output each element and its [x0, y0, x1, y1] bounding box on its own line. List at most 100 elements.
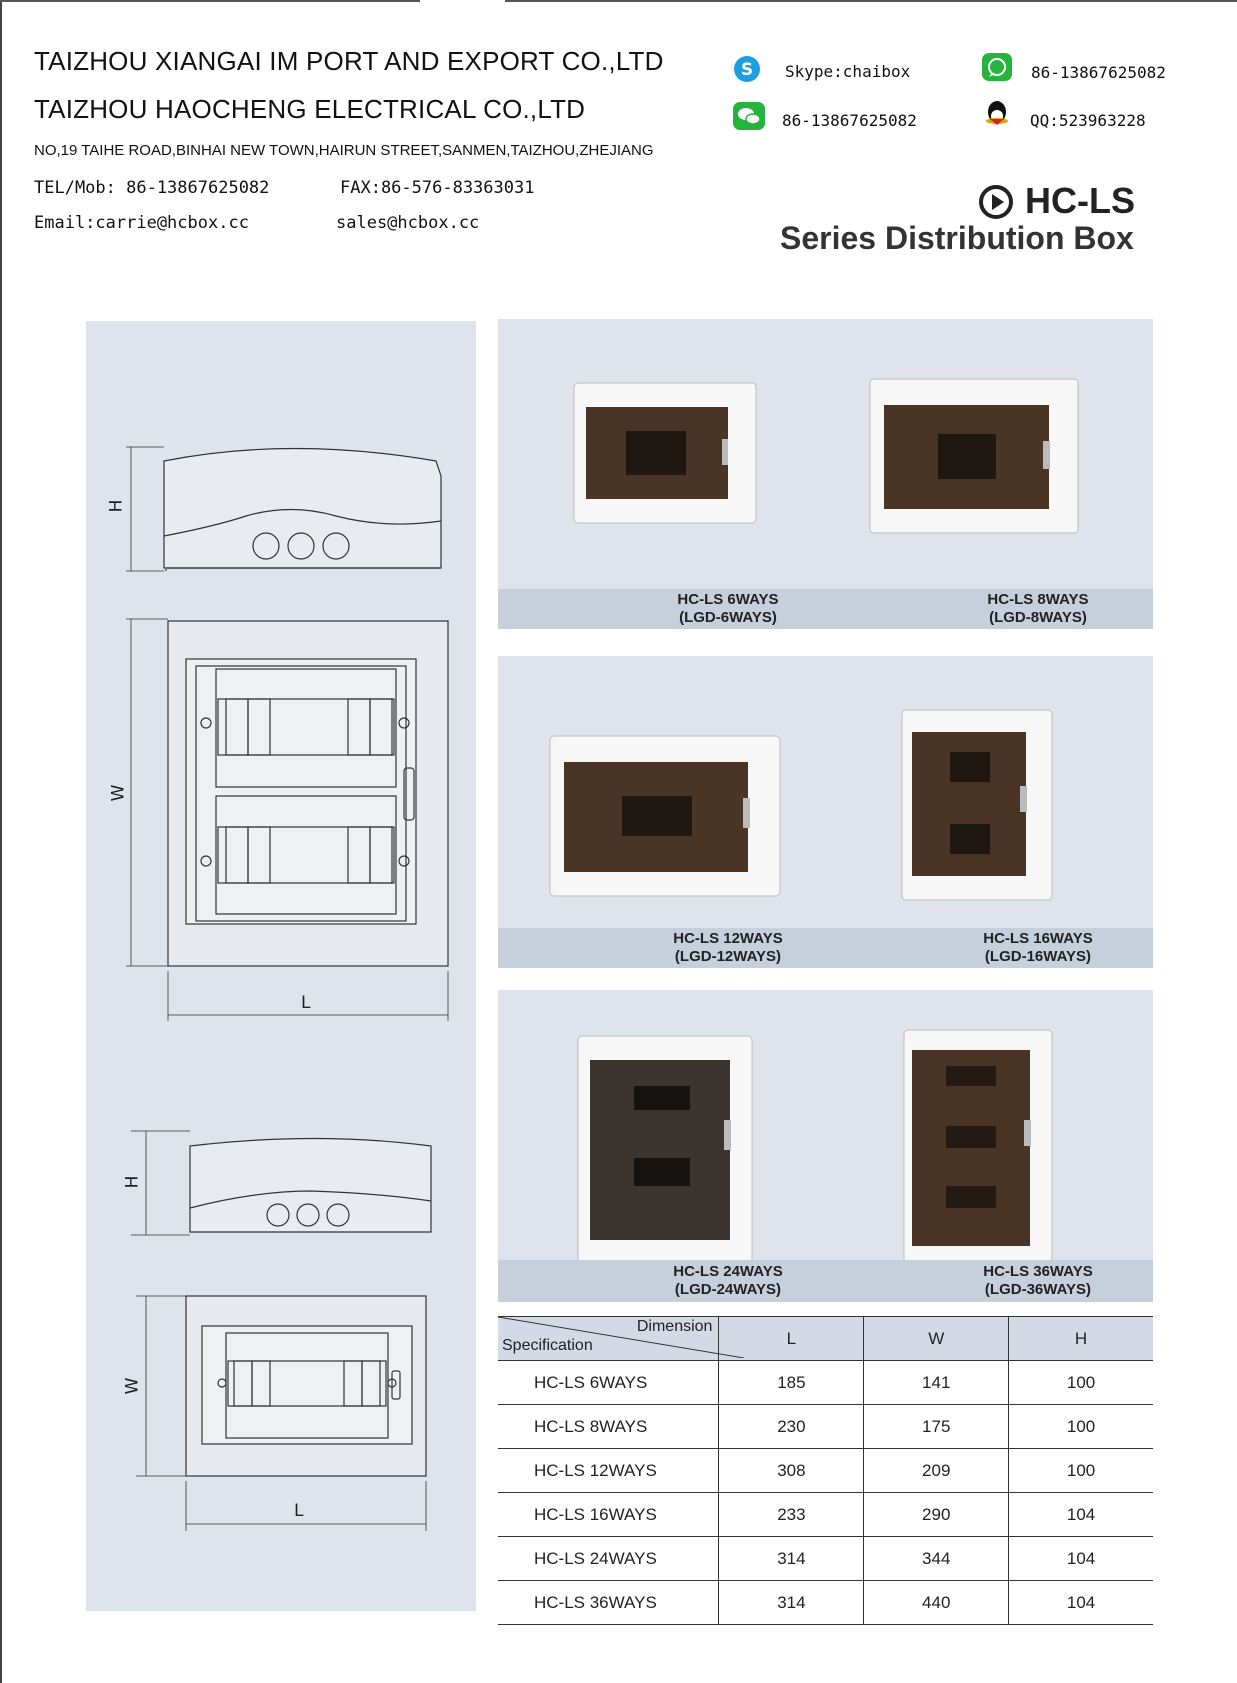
table-row: HC-LS 8WAYS 230 175 100 — [498, 1404, 1153, 1449]
front-view-small — [136, 1295, 427, 1531]
wechat-icon — [733, 102, 765, 130]
row-name: HC-LS 36WAYS — [498, 1580, 720, 1625]
box-16ways — [901, 709, 1053, 901]
table-row: HC-LS 12WAYS 308 209 100 — [498, 1448, 1153, 1493]
table-row: HC-LS 24WAYS 314 344 104 — [498, 1536, 1153, 1581]
box-8ways — [869, 378, 1079, 534]
row-w: 290 — [863, 1492, 1010, 1537]
page-left-border — [0, 0, 2, 1683]
product-panel-2: HC-LS 12WAYS (LGD-12WAYS) HC-LS 16WAYS (… — [498, 656, 1153, 968]
caption-bar-3 — [498, 1260, 1153, 1302]
corner-dimension-label: Dimension — [636, 1318, 713, 1335]
caption-24ways-name: HC-LS 24WAYS — [673, 1263, 783, 1280]
row-h: 100 — [1008, 1404, 1153, 1449]
table-row: HC-LS 16WAYS 233 290 104 — [498, 1492, 1153, 1537]
row-l: 185 — [718, 1360, 865, 1405]
row-w: 209 — [863, 1448, 1010, 1493]
row-w: 344 — [863, 1536, 1010, 1581]
dim-label-w-1: W — [108, 784, 129, 802]
dim-label-l-2: L — [294, 1501, 304, 1521]
col-header-h: H — [1008, 1316, 1153, 1361]
row-name: HC-LS 12WAYS — [498, 1448, 720, 1493]
row-l: 308 — [718, 1448, 865, 1493]
caption-6ways: HC-LS 6WAYS (LGD-6WAYS) — [608, 591, 848, 627]
row-h: 104 — [1008, 1580, 1153, 1625]
side-view-large — [126, 446, 442, 572]
dim-label-h-2: H — [122, 1175, 143, 1189]
row-l: 233 — [718, 1492, 865, 1537]
caption-12ways-name: HC-LS 12WAYS — [673, 930, 783, 947]
caption-8ways-name: HC-LS 8WAYS — [987, 591, 1089, 608]
spec-table-header: Dimension Specification L W H — [498, 1316, 1153, 1361]
caption-8ways: HC-LS 8WAYS (LGD-8WAYS) — [918, 591, 1158, 627]
table-row: HC-LS 36WAYS 314 440 104 — [498, 1580, 1153, 1625]
box-12ways — [549, 735, 781, 897]
top-rule-left — [0, 0, 420, 2]
caption-bar-2 — [498, 928, 1153, 968]
spec-corner-cell: Dimension Specification — [498, 1316, 744, 1361]
front-view-large — [126, 618, 449, 1021]
dim-label-w-2: W — [122, 1377, 143, 1395]
product-images-row-1 — [573, 378, 1079, 534]
box-36ways — [903, 1029, 1053, 1260]
caption-8ways-code: (LGD-8WAYS) — [989, 609, 1087, 626]
company-address: NO,19 TAIHE ROAD,BINHAI NEW TOWN,HAIRUN … — [34, 142, 654, 159]
corner-diagonal — [498, 1317, 744, 1358]
caption-36ways-code: (LGD-36WAYS) — [984, 1281, 1092, 1298]
row-w: 175 — [863, 1404, 1010, 1449]
row-w: 141 — [863, 1360, 1010, 1405]
dim-label-h-1: H — [106, 499, 127, 513]
col-header-l: L — [718, 1316, 865, 1361]
company-name-2: TAIZHOU HAOCHENG ELECTRICAL CO.,LTD — [34, 94, 586, 124]
spec-table: Dimension Specification L W H HC-LS 6WAY… — [498, 1316, 1153, 1625]
tel-mob: TEL/Mob: 86-13867625082 — [34, 178, 270, 198]
spec-table-wrap: Dimension Specification L W H HC-LS 6WAY… — [498, 1316, 1153, 1625]
caption-16ways: HC-LS 16WAYS (LGD-16WAYS) — [918, 930, 1158, 966]
caption-12ways: HC-LS 12WAYS (LGD-12WAYS) — [608, 930, 848, 966]
play-icon — [979, 185, 1013, 219]
box-24ways — [577, 1035, 753, 1260]
email-sales[interactable]: sales@hcbox.cc — [336, 213, 480, 233]
row-name: HC-LS 6WAYS — [498, 1360, 720, 1405]
email[interactable]: Email:carrie@hcbox.cc — [34, 213, 249, 233]
caption-24ways-code: (LGD-24WAYS) — [674, 1281, 782, 1298]
caption-16ways-name: HC-LS 16WAYS — [983, 930, 1093, 947]
row-name: HC-LS 8WAYS — [498, 1404, 720, 1449]
row-w: 440 — [863, 1580, 1010, 1625]
row-h: 100 — [1008, 1448, 1153, 1493]
series-title: Series Distribution Box — [780, 220, 1134, 256]
drawing-panel: H W L H W L — [86, 321, 476, 1611]
row-h: 104 — [1008, 1492, 1153, 1537]
caption-36ways: HC-LS 36WAYS (LGD-36WAYS) — [918, 1263, 1158, 1299]
whatsapp-icon — [982, 53, 1012, 81]
dim-label-l-1: L — [301, 993, 311, 1013]
caption-6ways-code: (LGD-6WAYS) — [679, 609, 777, 626]
dimension-drawings — [126, 446, 449, 1531]
caption-24ways: HC-LS 24WAYS (LGD-24WAYS) — [608, 1263, 848, 1299]
svg-text:S: S — [741, 60, 753, 80]
whatsapp-number[interactable]: 86-13867625082 — [1031, 63, 1166, 82]
company-name-1: TAIZHOU XIANGAI IM PORT AND EXPORT CO.,L… — [34, 46, 664, 76]
row-h: 104 — [1008, 1536, 1153, 1581]
product-images-row-3 — [577, 1029, 1053, 1260]
skype-icon: S — [734, 56, 760, 82]
product-panel-3: HC-LS 24WAYS (LGD-24WAYS) HC-LS 36WAYS (… — [498, 990, 1153, 1302]
col-header-w: W — [863, 1316, 1010, 1361]
row-h: 100 — [1008, 1360, 1153, 1405]
brand-title: HC-LS — [1025, 180, 1135, 221]
side-view-small — [131, 1130, 432, 1236]
box-6ways — [573, 382, 757, 524]
product-panel-1: HC-LS 6WAYS (LGD-6WAYS) HC-LS 8WAYS (LGD… — [498, 319, 1153, 629]
skype-id[interactable]: Skype:chaibox — [785, 62, 911, 81]
qq-id[interactable]: QQ:523963228 — [1030, 111, 1146, 130]
caption-36ways-name: HC-LS 36WAYS — [983, 1263, 1093, 1280]
top-rule-right — [505, 0, 1237, 2]
caption-6ways-name: HC-LS 6WAYS — [677, 591, 779, 608]
table-row: HC-LS 6WAYS 185 141 100 — [498, 1360, 1153, 1405]
wechat-number[interactable]: 86-13867625082 — [782, 111, 917, 130]
product-images-row-2 — [549, 709, 1053, 901]
caption-16ways-code: (LGD-16WAYS) — [984, 948, 1092, 965]
row-name: HC-LS 16WAYS — [498, 1492, 720, 1537]
caption-bar-1 — [498, 589, 1153, 629]
caption-12ways-code: (LGD-12WAYS) — [674, 948, 782, 965]
